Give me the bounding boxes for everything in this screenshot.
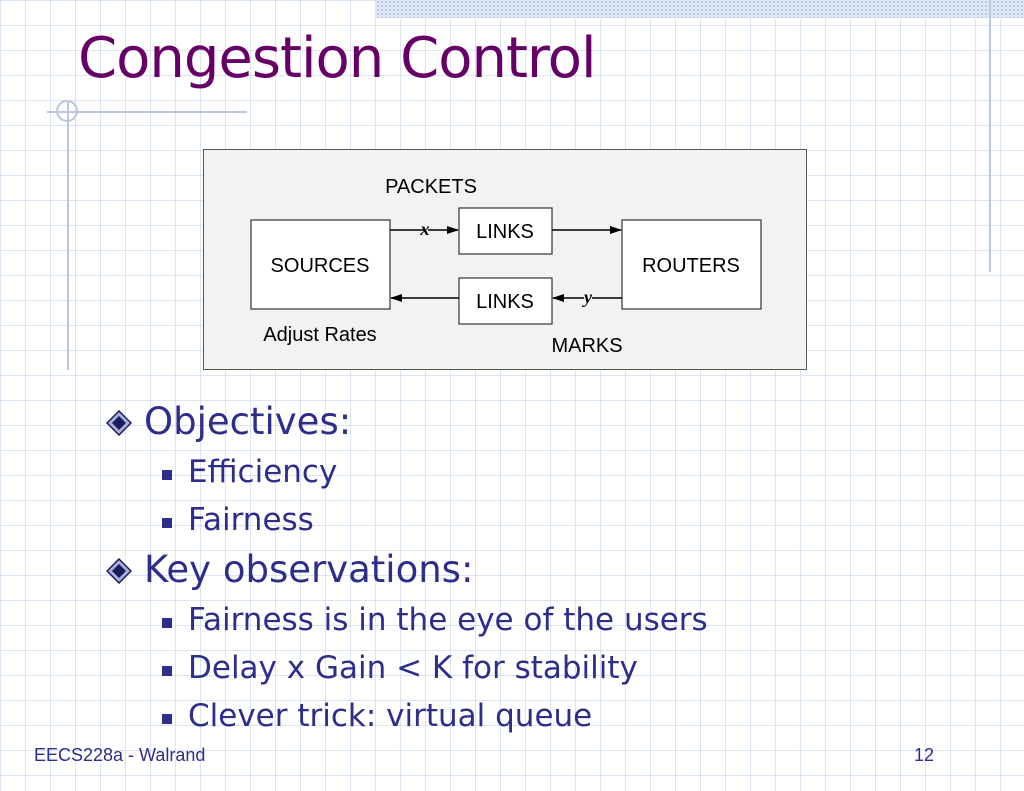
square-bullet-icon (162, 518, 172, 528)
square-bullet-icon (162, 618, 172, 628)
y-variable-label: y (582, 287, 593, 307)
diamond-bullet-icon (106, 558, 132, 584)
subbullet-efficiency: Efficiency (100, 448, 980, 496)
diagram-canvas: PACKETS SOURCES ROUTERS LINKS LINKS x y … (250, 176, 762, 357)
routers-box (621, 219, 762, 310)
links-top-label: LINKS (476, 221, 534, 243)
packets-label: PACKETS (385, 176, 477, 198)
subbullet-text: Clever trick: virtual queue (188, 698, 593, 734)
sources-label: SOURCES (271, 255, 370, 277)
routers-label: ROUTERS (642, 255, 740, 277)
crosshair-icon (56, 100, 78, 122)
slide-title: Congestion Control (78, 26, 597, 91)
subbullet-text: Fairness (188, 502, 314, 538)
square-bullet-icon (162, 470, 172, 480)
subbullet-text: Efficiency (188, 454, 338, 490)
page-number: 12 (914, 745, 935, 765)
square-bullet-icon (162, 666, 172, 676)
subbullet-text: Fairness is in the eye of the users (188, 602, 708, 638)
left-decorative-rule (67, 102, 69, 370)
bullet-objectives: Objectives: (100, 396, 980, 448)
subbullet-virtual-queue: Clever trick: virtual queue (100, 692, 980, 740)
bullet-text: Objectives: (144, 400, 352, 443)
subbullet-delay-gain: Delay x Gain < K for stability (100, 644, 980, 692)
sources-box (250, 219, 391, 310)
links-top-box (458, 207, 553, 255)
footer-course-label: EECS228a - Walrand (34, 745, 206, 765)
diamond-bullet-icon (106, 410, 132, 436)
congestion-diagram: PACKETS SOURCES ROUTERS LINKS LINKS x y … (203, 149, 807, 370)
square-bullet-icon (162, 714, 172, 724)
top-decorative-band (376, 0, 1024, 18)
x-variable-label: x (420, 219, 430, 239)
links-bottom-box (458, 277, 553, 325)
bullet-list: Objectives: Efficiency Fairness Key obse… (100, 396, 980, 740)
links-bottom-label: LINKS (476, 291, 534, 313)
adjust-rates-label: Adjust Rates (263, 324, 376, 346)
subbullet-fairness: Fairness (100, 496, 980, 544)
subbullet-fairness-eye: Fairness is in the eye of the users (100, 596, 980, 644)
bullet-text: Key observations: (144, 548, 474, 591)
title-decorative-rule (47, 111, 247, 113)
subbullet-text: Delay x Gain < K for stability (188, 650, 638, 686)
right-decorative-rule (989, 0, 991, 272)
marks-label: MARKS (551, 335, 622, 357)
bullet-key-observations: Key observations: (100, 544, 980, 596)
